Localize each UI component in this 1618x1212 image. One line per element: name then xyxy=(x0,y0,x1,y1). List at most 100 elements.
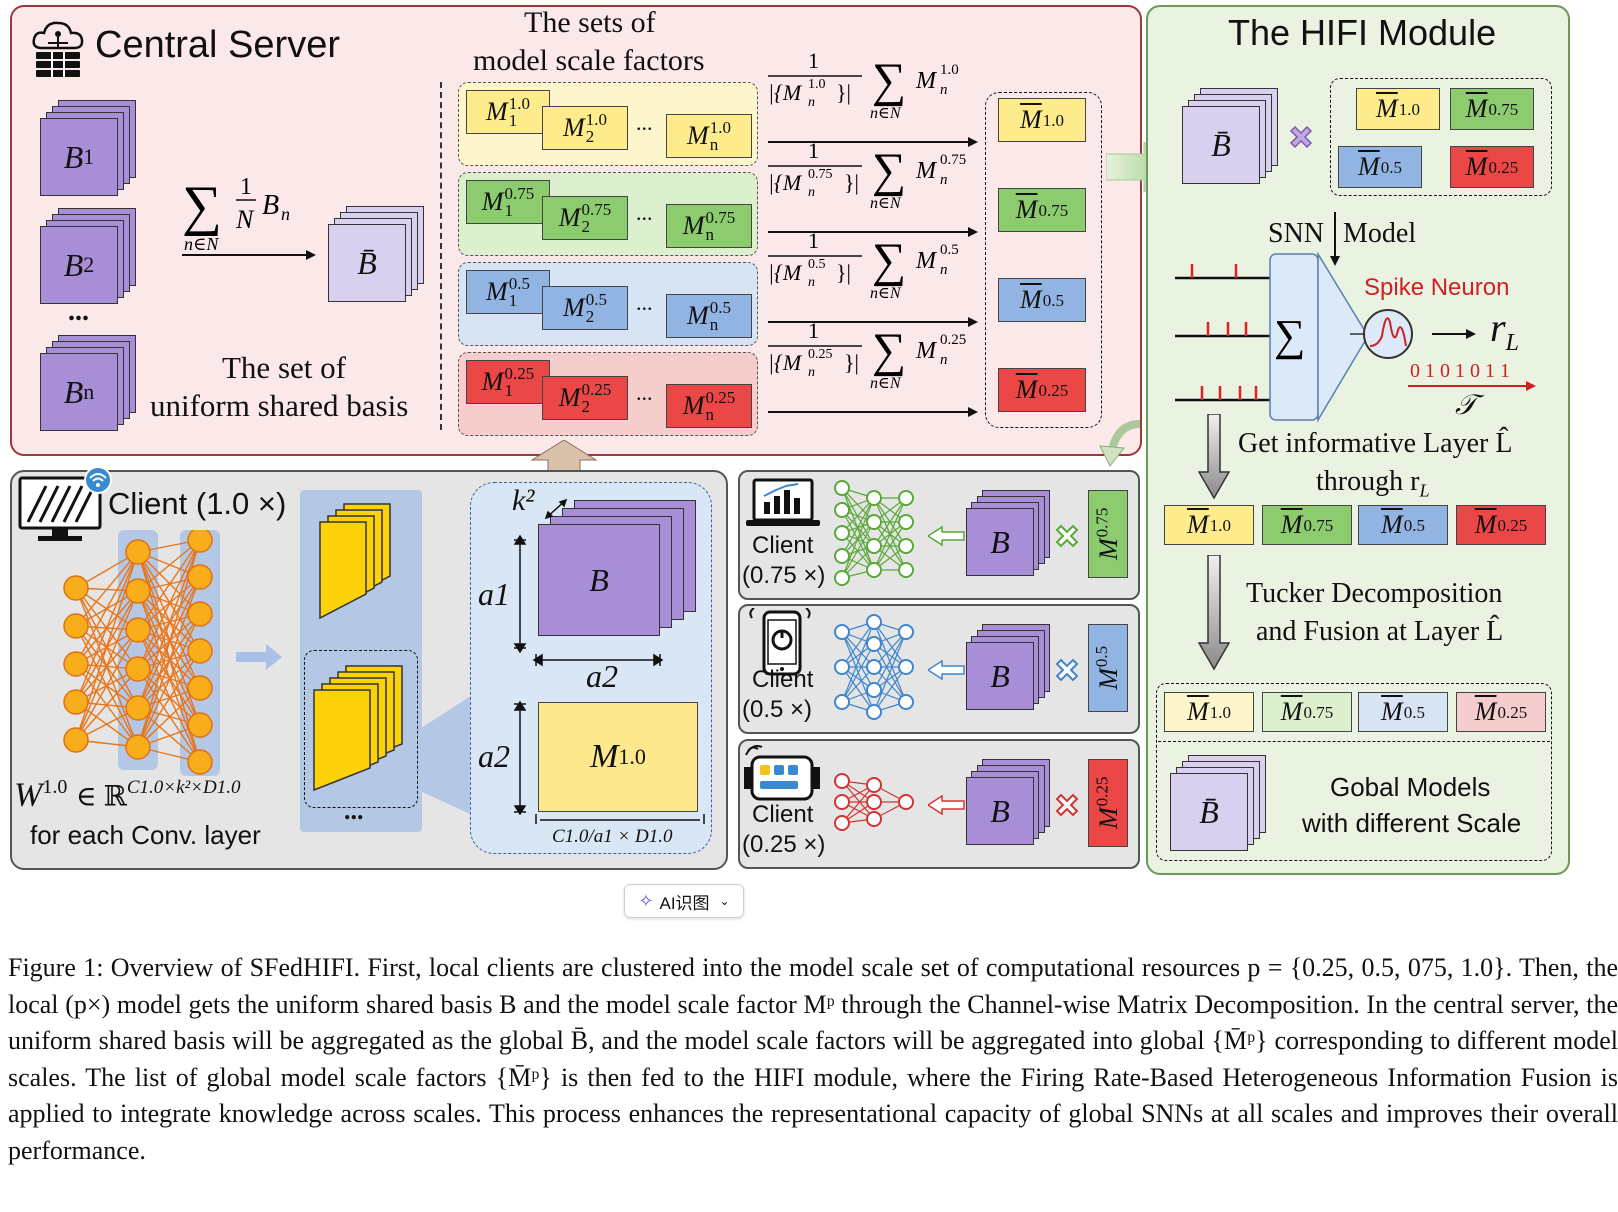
neuron-1-1 xyxy=(125,578,151,604)
factor-mn-0-sup: 1.0 xyxy=(709,118,731,137)
agg-frac-den-1: |{M xyxy=(768,170,803,195)
factor-m1-1-sup: 0.75 xyxy=(504,184,535,203)
client-network-0 xyxy=(834,480,914,586)
agg-term-1: M xyxy=(915,158,938,184)
hifi-fused-factor-0-symbol: M xyxy=(1187,697,1209,726)
factor-m1-2-symbol: M xyxy=(486,277,508,306)
client-main-network xyxy=(63,530,220,776)
hifi-factor-3-scripts: 0.25 xyxy=(1488,159,1518,176)
factor-m2-2-symbol: M xyxy=(563,293,585,322)
agg-term-sub-3: n xyxy=(940,352,948,368)
hifi-mid-factor-1-scripts: 0.75 xyxy=(1303,517,1333,534)
client-label-2: Client xyxy=(752,801,814,828)
global-model-basis-label: B̄ xyxy=(1199,793,1219,830)
sum-term: B xyxy=(262,190,279,221)
neuron-2-4 xyxy=(187,675,213,701)
hifi-basis-stack: B̄ xyxy=(1182,88,1278,186)
firing-rate-sub: L xyxy=(1505,330,1519,356)
a2-label-left: a2 xyxy=(478,738,510,774)
basis-ellipsis: ... xyxy=(68,296,89,327)
factor-m1-0-sub: 1 xyxy=(508,111,518,130)
row-ellipsis-2: ... xyxy=(636,290,653,315)
hifi-step1-line1: Get informative Layer L̂ xyxy=(1238,428,1513,459)
hifi-multiply-icon xyxy=(1289,125,1313,149)
hifi-fused-factor-3-sup: 0.25 xyxy=(1497,702,1528,722)
factor-m1-1-symbol: M xyxy=(481,187,504,216)
agg-term-sup-2: 0.5 xyxy=(940,242,959,258)
factor-m1-0-sup: 1.0 xyxy=(508,94,530,113)
hifi-factor-1-sup: 0.75 xyxy=(1488,99,1519,119)
client-factor-0: M0.75 xyxy=(1088,490,1128,578)
row-ellipsis-1: ... xyxy=(636,200,653,225)
hifi-mid-factor-2-symbol: M xyxy=(1381,510,1403,539)
hifi-mid-factor-3-sup: 0.25 xyxy=(1497,515,1528,535)
factor-m1-2-sub: 1 xyxy=(508,291,518,310)
hifi-down-arrow-2 xyxy=(1198,555,1230,671)
hifi-fused-factor-1-scripts: 0.75 xyxy=(1303,704,1333,721)
factor-m2-3-sub: 2 xyxy=(581,397,590,416)
global-models-group xyxy=(1156,683,1552,861)
agg-sum-1: ∑ xyxy=(872,144,906,197)
agg-frac-den-close-2: }| xyxy=(836,260,851,285)
monitor-icon xyxy=(18,466,112,541)
client-arrow-2 xyxy=(928,795,965,815)
yellow-kernel-stack-1 xyxy=(314,500,410,620)
client-factor-symbol-2: M xyxy=(1093,807,1123,830)
basis-label-2: B xyxy=(63,246,84,283)
figure-caption: Figure 1: Overview of SFedHIFI. First, l… xyxy=(8,953,1618,1165)
hifi-factor-2-sup: 0.5 xyxy=(1380,157,1402,177)
neuron-0-3 xyxy=(63,689,89,715)
hifi-factor-2-symbol: M xyxy=(1358,152,1380,181)
neuron-0-2 xyxy=(63,651,89,677)
hifi-factors-group xyxy=(1330,78,1552,196)
basis-sum-formula: ∑ n∈N 1 N B n xyxy=(182,174,290,254)
agg-term-2: M xyxy=(915,248,938,274)
factor-m1-2-sup: 0.5 xyxy=(508,274,530,293)
agg-sum-2: ∑ xyxy=(872,234,906,287)
client-basis-label-2: B xyxy=(990,792,1010,829)
basis-sub-1: 1 xyxy=(83,144,95,169)
hifi-fused-factor-3-symbol: M xyxy=(1474,697,1497,726)
factor-m1-3-symbol: M xyxy=(481,367,504,396)
basis-sub-2: 2 xyxy=(83,252,95,277)
yellow-kernel-stack-2 xyxy=(312,662,416,792)
svg-text:∑: ∑ xyxy=(182,175,222,237)
central-server-title: Central Server xyxy=(95,24,340,66)
agg-formula-1: 1 |{M 0.75 n }| ∑ n∈N M 0.75 n xyxy=(768,138,978,237)
hifi-factor-3-sup: 0.25 xyxy=(1488,157,1519,177)
ai-recognize-button[interactable]: ✧ AI识图 ⌄ xyxy=(624,884,744,918)
neuron-1-3 xyxy=(125,656,151,682)
basis-label-1: B xyxy=(63,138,84,175)
smartwatch-icon xyxy=(744,745,820,801)
hifi-fused-factor-2-sup: 0.5 xyxy=(1403,702,1425,722)
client-basis-stack-0: B xyxy=(966,490,1050,576)
hifi-factor-2-scripts: 0.5 xyxy=(1381,159,1402,176)
decomp-factor-sup: 1.0 xyxy=(618,744,646,769)
kernel-ellipsis: ... xyxy=(344,796,364,825)
hifi-fused-factor-2-scripts: 0.5 xyxy=(1404,704,1425,721)
hifi-mid-factor-0-scripts: 1.0 xyxy=(1210,517,1231,534)
decomp-factor-label: M xyxy=(590,738,619,775)
client-factor-sup-0: 0.75 xyxy=(1092,507,1112,538)
hifi-fused-factor-3-scripts: 0.25 xyxy=(1497,704,1527,721)
agg-sum-sub-3: n∈N xyxy=(870,375,902,392)
agg-frac-den-3: |{M xyxy=(768,350,803,375)
k2-label: k² xyxy=(512,484,535,517)
client-label-1: Client xyxy=(752,666,814,693)
agg-frac-den-sub-2: n xyxy=(808,275,815,290)
